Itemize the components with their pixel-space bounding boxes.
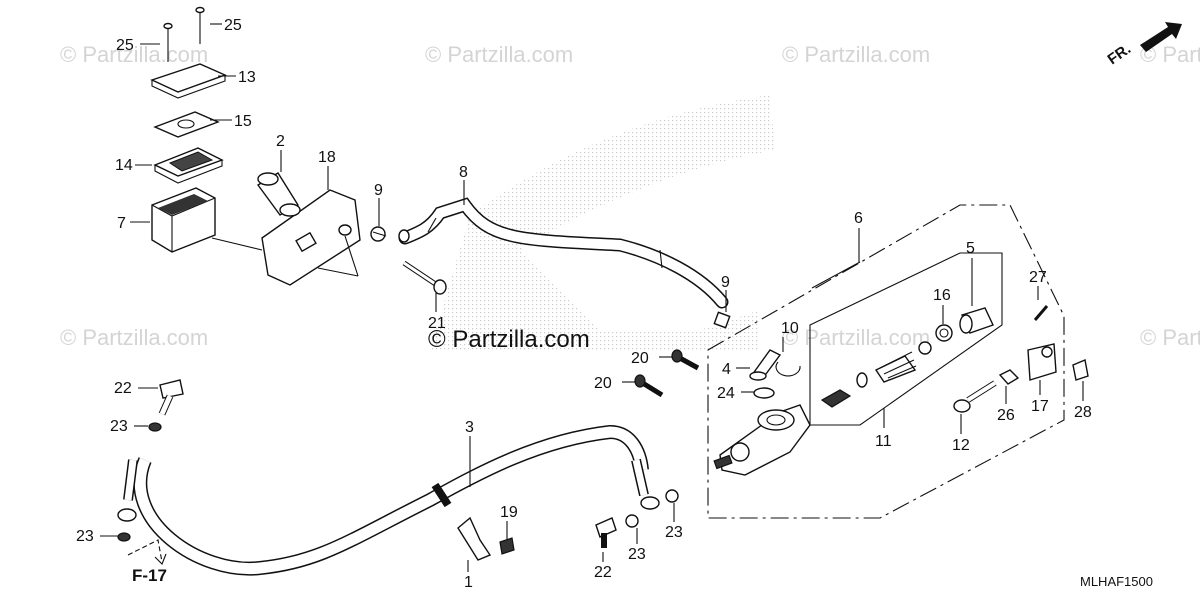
watermark-2: © Partzilla.com xyxy=(425,42,573,67)
callout-22b: 22 xyxy=(594,564,612,581)
screw-25b xyxy=(195,6,205,44)
callout-2: 2 xyxy=(276,133,285,150)
callout-18: 18 xyxy=(318,149,336,166)
brake-hose-3 xyxy=(117,424,660,576)
callout-4: 4 xyxy=(722,361,731,378)
callout-14: 14 xyxy=(115,157,133,174)
bolt-20b xyxy=(634,374,664,398)
callout-17: 17 xyxy=(1031,398,1049,415)
ring-16 xyxy=(935,324,953,342)
callout-20a: 20 xyxy=(631,350,649,367)
front-arrow-icon xyxy=(1140,22,1182,52)
callout-23d: 23 xyxy=(665,524,683,541)
joint-pin-28 xyxy=(1072,359,1089,381)
watermark-7: © Partzilla.com xyxy=(1140,325,1200,350)
callout-12: 12 xyxy=(952,437,970,454)
bolt-22b xyxy=(595,517,617,548)
circlip-10 xyxy=(775,361,801,377)
clevis-17 xyxy=(1027,343,1057,381)
washer-23a xyxy=(148,422,162,432)
clamp-1 xyxy=(457,516,492,561)
callout-labels: 25 25 13 15 14 7 2 18 9 8 21 9 6 10 4 24… xyxy=(76,17,1092,591)
callout-10: 10 xyxy=(781,320,799,337)
callout-23c: 23 xyxy=(628,546,646,563)
reservoir-assembly xyxy=(150,6,731,329)
bolt-19 xyxy=(499,537,515,555)
watermark-main: © Partzilla.com xyxy=(428,326,590,353)
callout-1: 1 xyxy=(464,574,473,591)
bolt-22a xyxy=(158,379,184,416)
callout-16: 16 xyxy=(933,287,951,304)
callout-23a: 23 xyxy=(110,418,128,435)
bolt-20a xyxy=(671,349,700,371)
front-label: FR. xyxy=(1105,40,1135,68)
callout-7: 7 xyxy=(117,215,126,232)
cotter-pin-27 xyxy=(1033,305,1049,321)
callout-6: 6 xyxy=(854,210,863,227)
callout-8: 8 xyxy=(459,164,468,181)
washer-23d xyxy=(665,489,679,503)
callout-11: 11 xyxy=(875,433,892,450)
washer-23b xyxy=(117,532,131,542)
watermark-3: © Partzilla.com xyxy=(782,42,930,67)
watermark-1: © Partzilla.com xyxy=(60,42,208,67)
reservoir-body xyxy=(151,187,216,253)
callout-23b: 23 xyxy=(76,528,94,545)
pivot-bolt-12 xyxy=(953,380,997,413)
callout-9a: 9 xyxy=(374,182,383,199)
leader-lines xyxy=(100,23,1084,572)
callout-19: 19 xyxy=(500,504,518,521)
callout-20b: 20 xyxy=(594,375,612,392)
master-cylinder xyxy=(713,404,811,476)
callout-25b: 25 xyxy=(116,37,134,54)
grommet-2 xyxy=(256,172,301,217)
callout-27: 27 xyxy=(1029,269,1047,286)
callout-5: 5 xyxy=(966,240,975,257)
callout-26: 26 xyxy=(997,407,1015,424)
callout-25a: 25 xyxy=(224,17,242,34)
piston-kit-11 xyxy=(820,341,932,408)
ref-arrow-f17: F-17 xyxy=(127,539,167,585)
callout-21: 21 xyxy=(428,315,446,332)
callout-3: 3 xyxy=(465,419,474,436)
watermarks: © Partzilla.com © Partzilla.com © Partzi… xyxy=(60,42,1200,353)
bolt-21 xyxy=(402,260,447,295)
o-ring-24 xyxy=(753,387,775,399)
screw-25a xyxy=(163,22,173,62)
watermark-6: © Partzilla.com xyxy=(782,325,930,350)
diagram-code: MLHAF1500 xyxy=(1080,574,1153,589)
callout-15: 15 xyxy=(234,113,252,130)
washer-23c xyxy=(625,514,639,528)
watermark-5: © Partzilla.com xyxy=(60,325,208,350)
wing-watermark xyxy=(430,95,775,350)
callout-13: 13 xyxy=(238,69,256,86)
hose-clip-9b xyxy=(713,311,731,329)
hose-clip-9a xyxy=(370,226,387,242)
callout-9b: 9 xyxy=(721,274,730,291)
nut-26 xyxy=(998,369,1020,385)
callout-28: 28 xyxy=(1074,404,1092,421)
callout-22a: 22 xyxy=(114,380,132,397)
diaphragm-plate xyxy=(153,111,220,138)
reservoir-cap xyxy=(150,63,227,93)
boot-5 xyxy=(959,307,994,334)
ref-label: F-17 xyxy=(132,566,167,585)
callout-24: 24 xyxy=(717,385,735,402)
